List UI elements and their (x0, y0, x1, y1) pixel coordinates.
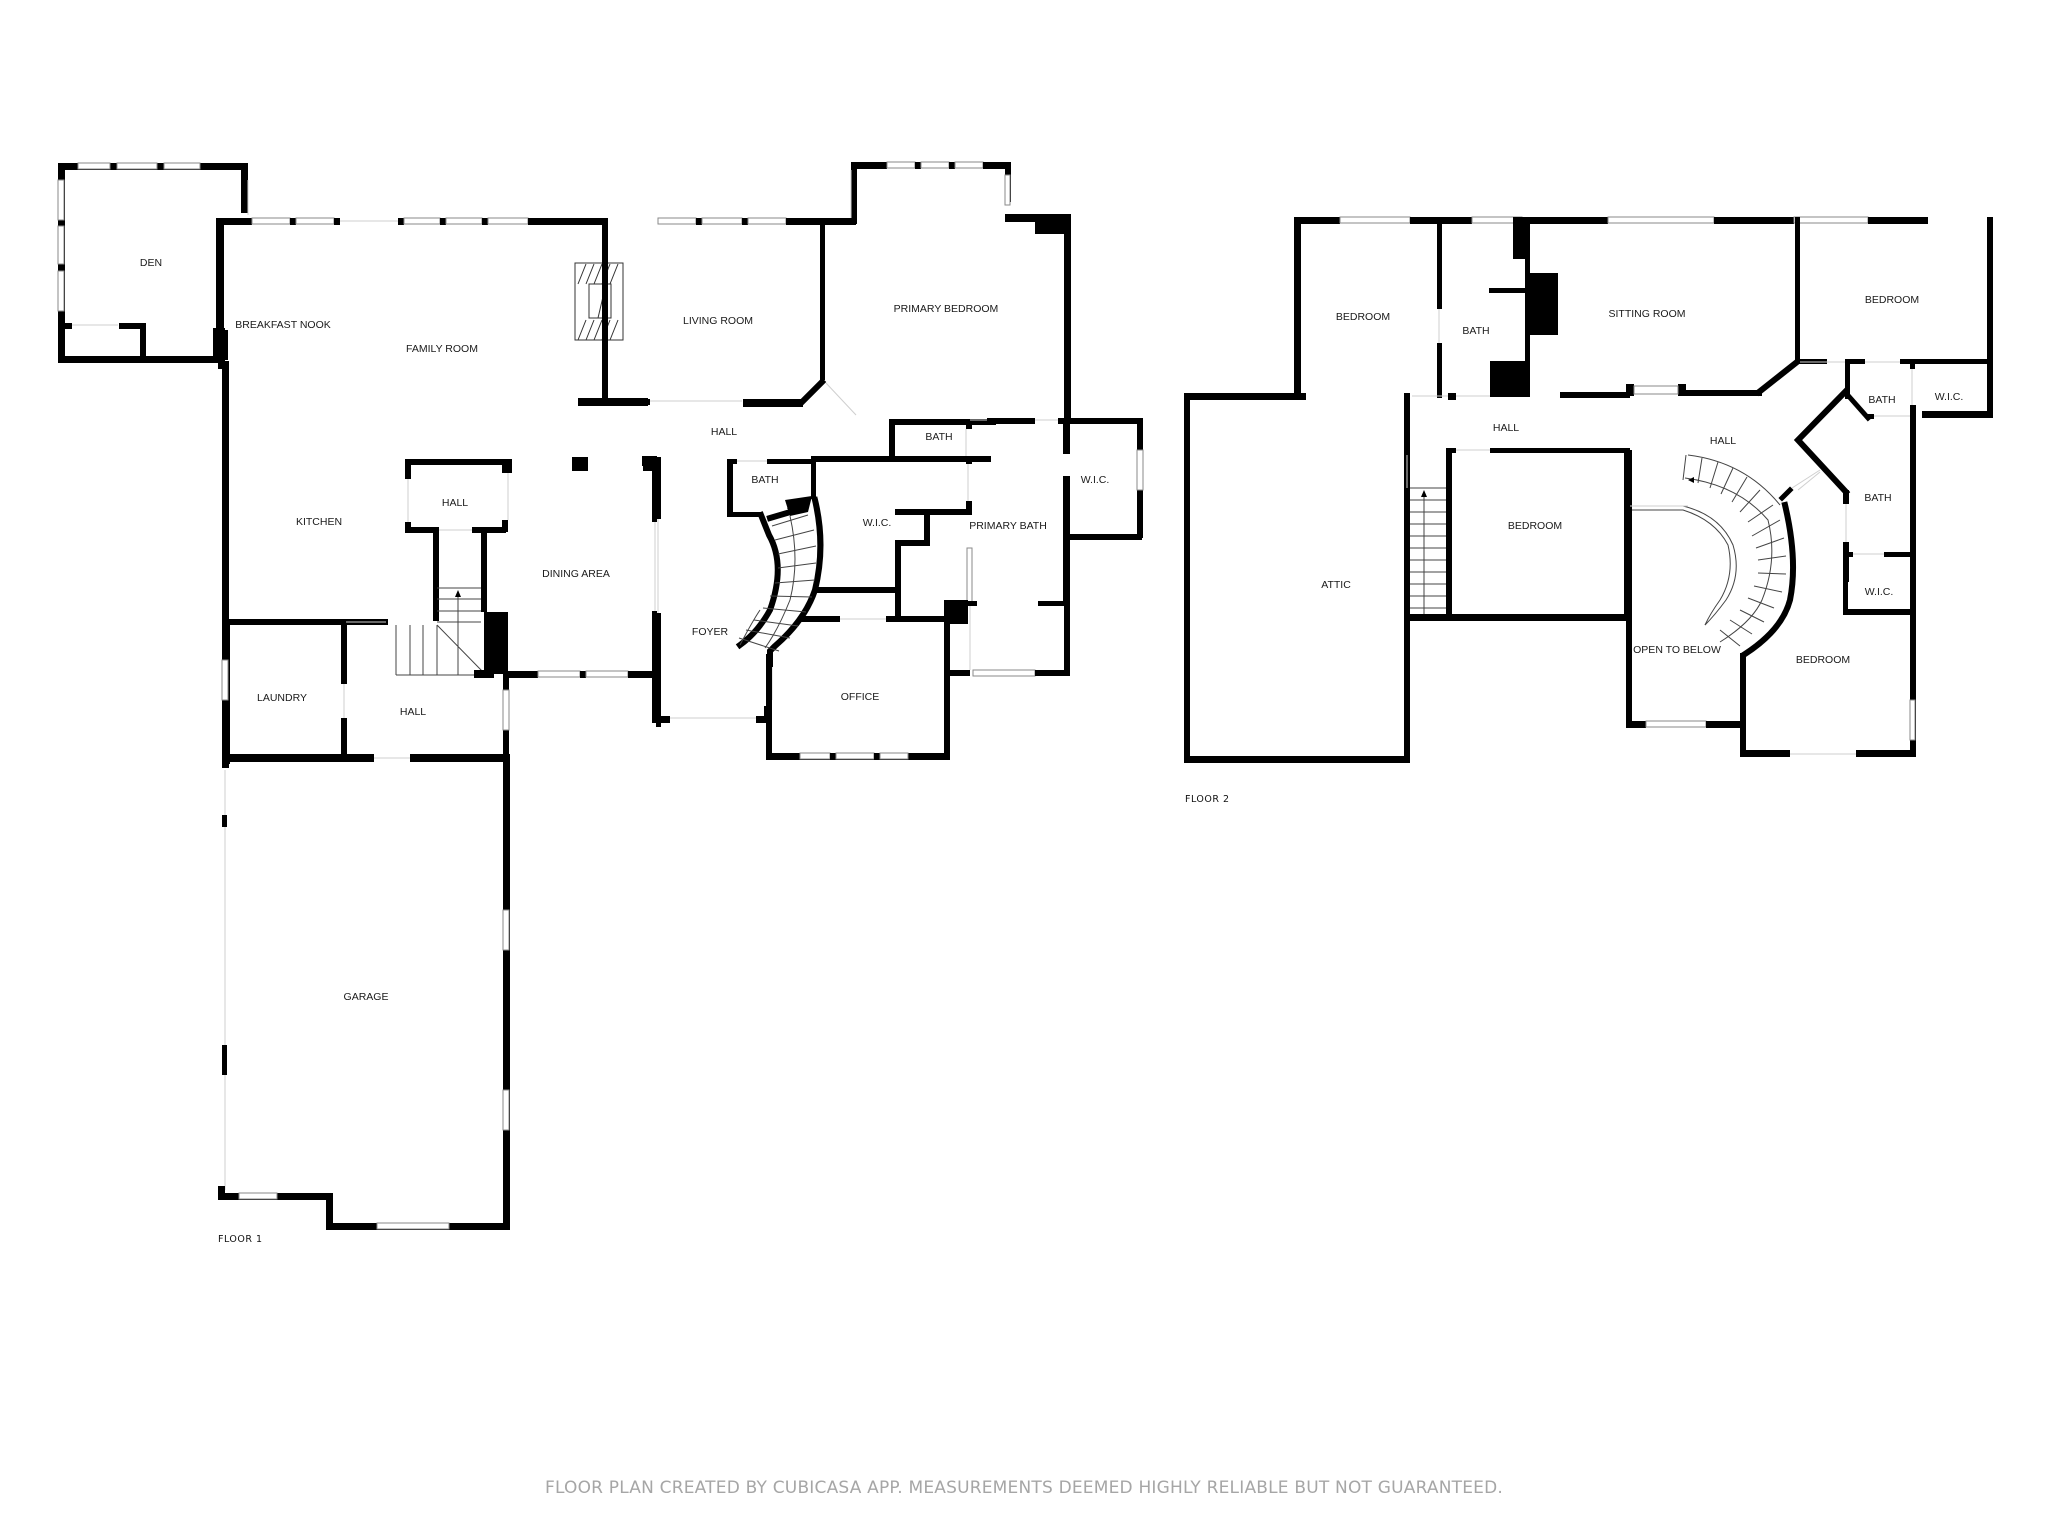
floor-1-label: FLOOR 1 (218, 1234, 263, 1245)
room-label-bedroom-se: BEDROOM (1796, 654, 1850, 666)
floor-1-center-walls (221, 457, 661, 764)
room-label-bath-hall: BATH (751, 474, 778, 486)
room-label-foyer: FOYER (692, 626, 729, 638)
room-label-family-room: FAMILY ROOM (406, 343, 478, 355)
room-label-attic: ATTIC (1321, 579, 1351, 591)
room-label-primary-bath: PRIMARY BATH (969, 520, 1047, 532)
room-label-laundry: LAUNDRY (257, 692, 307, 704)
room-label-hall-upper: HALL (442, 497, 468, 509)
floor-2-plan: BEDROOM BATH SITTING ROOM BEDROOM BATH W… (1184, 216, 1993, 805)
room-label-den: DEN (140, 257, 162, 269)
room-label-wic-ne: W.I.C. (1935, 391, 1964, 403)
room-label-living-room: LIVING ROOM (683, 315, 753, 327)
room-label-sitting-room: SITTING ROOM (1609, 308, 1686, 320)
room-label-bedroom-nw: BEDROOM (1336, 311, 1390, 323)
room-label-bath-ne: BATH (1868, 394, 1895, 406)
floor-1-room-labels: DEN BREAKFAST NOOK FAMILY ROOM LIVING RO… (140, 257, 1109, 1003)
floor-2-label: FLOOR 2 (1185, 794, 1230, 805)
room-label-hall-west: HALL (1493, 422, 1519, 434)
room-label-breakfast-nook: BREAKFAST NOOK (235, 319, 331, 331)
room-label-bath-n: BATH (1462, 325, 1489, 337)
floor-2-walls (1184, 216, 1993, 763)
room-label-bath-primary: BATH (925, 431, 952, 443)
den-walls (57, 162, 249, 369)
floor-1-plan: DEN BREAKFAST NOOK FAMILY ROOM LIVING RO… (57, 161, 1144, 1245)
room-label-office: OFFICE (841, 691, 880, 703)
room-label-garage: GARAGE (344, 991, 389, 1003)
room-label-bath-e: BATH (1864, 492, 1891, 504)
room-label-primary-bedroom: PRIMARY BEDROOM (894, 303, 999, 315)
room-label-kitchen: KITCHEN (296, 516, 342, 528)
room-label-wic-e: W.I.C. (1865, 586, 1894, 598)
room-label-open-to-below: OPEN TO BELOW (1633, 644, 1721, 656)
room-label-bedroom-center: BEDROOM (1508, 520, 1562, 532)
floor-2-room-labels: BEDROOM BATH SITTING ROOM BEDROOM BATH W… (1321, 294, 1963, 666)
room-label-wic-primary: W.I.C. (1081, 474, 1110, 486)
disclaimer-footer: FLOOR PLAN CREATED BY CUBICASA APP. MEAS… (544, 1478, 1504, 1498)
floor-1-east-walls (642, 418, 1144, 760)
garage-walls (218, 760, 510, 1230)
room-label-bedroom-ne: BEDROOM (1865, 294, 1919, 306)
room-label-dining-area: DINING AREA (542, 568, 610, 580)
room-label-hall-lower: HALL (400, 706, 426, 718)
room-label-wic-center: W.I.C. (863, 517, 892, 529)
room-label-hall-center: HALL (711, 426, 737, 438)
room-label-hall-east: HALL (1710, 435, 1736, 447)
floor-1-exterior-walls (216, 161, 1071, 768)
